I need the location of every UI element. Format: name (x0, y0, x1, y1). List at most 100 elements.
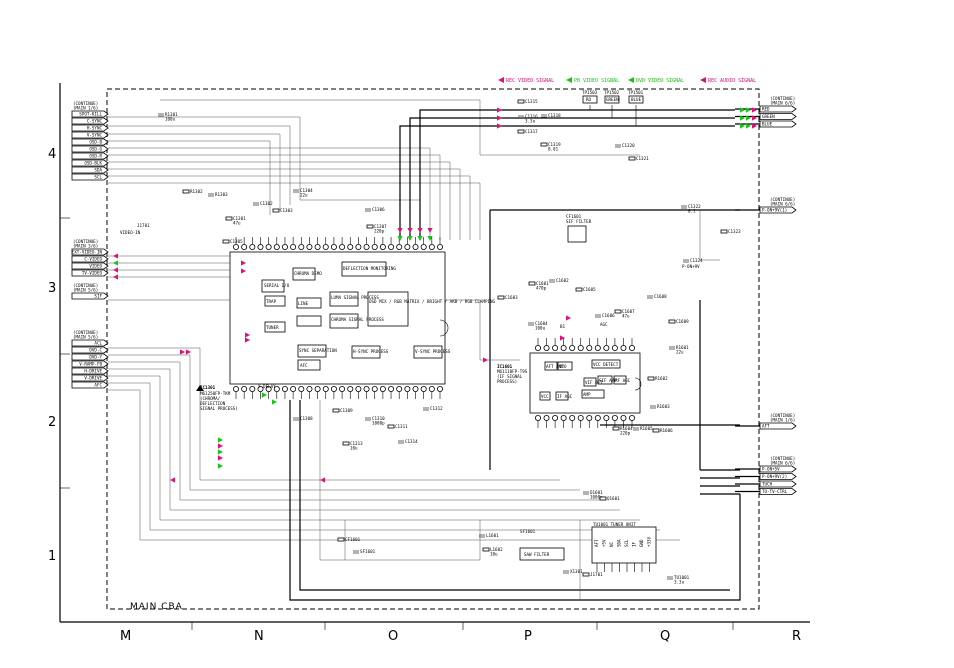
right-signal-tag (759, 206, 797, 214)
grid-row-2: 2 (48, 415, 56, 430)
part-value: 3.3u (525, 119, 536, 124)
signal-legend: REC VIDEO SIGNAL PB VIDEO SIGNAL DVD VID… (498, 77, 756, 84)
part-label: C1312 (430, 406, 443, 411)
right-connector-header-2: (CONTINUE) (770, 413, 795, 418)
right-signal-tag (759, 113, 797, 120)
saw-filter-label: SAW FILTER (524, 552, 550, 557)
left-signal-tag (71, 255, 109, 263)
left-signal-tag (71, 159, 109, 167)
signal-arrow-icon (186, 349, 191, 355)
capacitor-symbols (158, 99, 728, 580)
grid-col-q: Q (660, 629, 670, 644)
signal-arrow-icon (113, 260, 118, 266)
right-connector-sub-0: (MAIN 6/6) (770, 101, 795, 106)
ic1601-sif-label: SIF AMP (599, 378, 617, 383)
signal-arrow-icon (218, 449, 223, 455)
pb-video-arrow-icon (566, 77, 572, 83)
part-label: C1322 (688, 204, 701, 209)
left-signal-label: C-VIDEO (84, 257, 102, 262)
part-labels: R1301100uR1302R1303C130147uC1302C1303C13… (165, 99, 741, 585)
right-signal-label: RED (762, 107, 770, 112)
legend-rec-video: REC VIDEO SIGNAL (506, 78, 554, 84)
part-label: C1317 (525, 129, 538, 134)
grid-row-3: 3 (48, 281, 56, 296)
left-signal-label: OSD-BLK (84, 161, 102, 166)
right-signal-tag (759, 105, 797, 113)
left-signal-tag (71, 145, 109, 153)
sif-filter: CF1601 SIF FILTER (566, 214, 592, 243)
part-label: C1602 (556, 278, 569, 283)
signal-arrow-icon (560, 335, 565, 341)
signal-arrow-icon (241, 260, 246, 266)
tp1503: TP1503 (582, 90, 598, 95)
right-connector-header-3: (CONTINUE) (770, 456, 795, 461)
part-value: 0.1 (688, 209, 696, 214)
signal-arrow-icon (113, 274, 118, 280)
part-value: 47u (622, 314, 630, 319)
signal-arrow-icon (272, 399, 277, 405)
signal-arrow-icon (427, 236, 433, 241)
right-signal-label: P-ON+5V (762, 467, 780, 472)
left-signal-tag (71, 360, 109, 368)
signal-arrow-icon (746, 123, 751, 129)
right-signal-tag (759, 488, 797, 495)
part-value: 3.3u (674, 580, 685, 585)
right-signal-label: TUCH (762, 482, 773, 487)
left-signal-label: SDA (94, 168, 102, 173)
ic1601-vcc-label: VCC (541, 394, 549, 399)
right-connectors: (CONTINUE)(MAIN 6/6)REDGREENBLUE(CONTINU… (735, 96, 797, 495)
ic1301-tuner-label: TUNER (266, 325, 279, 330)
tuner-pin-label: AFT (594, 539, 599, 547)
grid-frame (59, 83, 810, 630)
part-label: SF1601 (360, 549, 376, 554)
signal-arrow-icon (397, 228, 403, 233)
left-signal-label: V-DRIVE (84, 376, 102, 381)
ic1301-line-label: LINE (298, 301, 309, 306)
part-label: R1302 (190, 189, 203, 194)
signal-arrow-icon (417, 236, 423, 241)
part-label: R1601 (676, 345, 689, 350)
signal-arrow-icon (397, 236, 403, 241)
tp1503-tag: RO (586, 97, 592, 102)
left-signal-label: OSD-B (89, 140, 102, 145)
grid-col-n: N (254, 629, 264, 644)
part-label: C1310 (372, 416, 385, 421)
part-value: 1000p (590, 495, 603, 500)
signal-arrow-icon (218, 443, 223, 449)
tp1501-tag: BLUE (631, 97, 642, 102)
saw-filter: SAW FILTER SF1601 (519, 529, 565, 561)
tuner-pin-label: +33V (647, 536, 652, 547)
right-signal-tag (759, 473, 797, 480)
part-label: TU1001 (674, 575, 690, 580)
left-connector-sub-3: (MAIN 5/6) (73, 335, 98, 340)
left-connector-sub-1: (MAIN 3/6) (73, 244, 98, 249)
part-label: C1307 (374, 224, 387, 229)
signal-arrow-icon (320, 477, 325, 483)
part-value: 0.01 (548, 147, 559, 152)
ic1301-hsync-label: H-SYNC PROCESS (353, 349, 389, 354)
signal-arrow-icon (241, 268, 246, 274)
note-j1701: J1701 (137, 223, 150, 228)
ic1601-line-2: PROCESS) (497, 379, 517, 384)
warning-icon (196, 385, 204, 391)
signal-arrow-icon (752, 115, 757, 121)
ic1301-chroma-label: CHROMA SIGNAL PROCESS (331, 317, 384, 322)
left-signal-label: SIF (94, 294, 102, 299)
part-label: C1607 (622, 309, 635, 314)
part-label: C1323 (728, 229, 741, 234)
ic1301-afc-label: AFC (300, 363, 308, 368)
signal-arrow-icon (427, 228, 433, 233)
ic1601-amp-label: AMP (583, 392, 591, 397)
part-label: C1305 (230, 239, 243, 244)
right-signal-tag (759, 465, 797, 473)
rec-audio-arrow-icon (700, 77, 706, 83)
left-signal-tag (71, 262, 109, 270)
dvd-video-arrow-icon (628, 77, 634, 83)
part-label: X1301 (570, 569, 583, 574)
signal-arrow-icon (752, 123, 757, 129)
ic1601-vco-label: VCO (559, 364, 567, 369)
signal-arrow-icon (407, 236, 413, 241)
part-label: R1602 (655, 376, 668, 381)
